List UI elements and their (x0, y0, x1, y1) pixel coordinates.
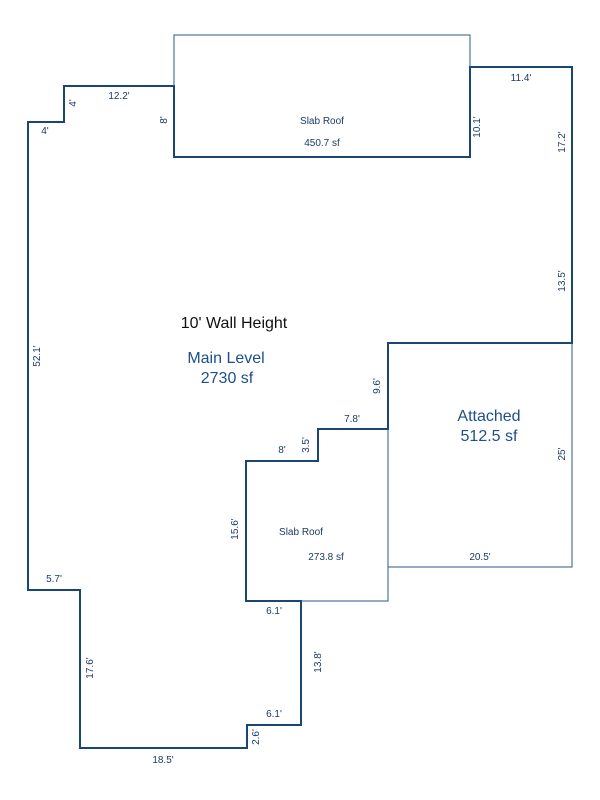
main-level-area: 2730 sf (201, 370, 254, 387)
dim-bottom-run: 18.5' (152, 755, 173, 766)
dim-attached-bottom: 20.5' (469, 552, 490, 563)
dim-lower-left-run: 5.7' (46, 574, 62, 585)
dim-top-step-2: 4' (41, 126, 49, 137)
slab-roof-bottom-name: Slab Roof (279, 527, 323, 538)
dim-bottom-step-v: 2.6' (251, 729, 262, 745)
dim-step-small-h: 8' (278, 445, 286, 456)
dim-attached-right: 25' (557, 447, 568, 460)
dim-center-step-h: 7.8' (344, 414, 360, 425)
attached-outline (388, 343, 573, 568)
dim-slab-bottom-left: 15.6' (230, 518, 241, 539)
dim-left-wall: 52.1' (32, 345, 43, 366)
main-level-outline (27, 66, 573, 749)
main-level-name: Main Level (187, 350, 264, 367)
dim-slab-top-right: 10.1' (472, 116, 483, 137)
dim-lower-left-wall: 17.6' (85, 657, 96, 678)
dim-right-lower: 13.5' (557, 270, 568, 291)
dim-right-upper: 17.2' (557, 131, 568, 152)
dim-top-left-run: 12.2' (108, 91, 129, 102)
slab-roof-bottom-outline (301, 429, 389, 602)
dim-top-right-run: 11.4' (511, 73, 532, 84)
dim-bottom-step-h: 6.1' (266, 709, 282, 720)
dim-step-small-v: 3.5' (301, 437, 312, 453)
dim-slab-top-left: 8' (159, 116, 170, 124)
slab-roof-top-area: 450.7 sf (304, 138, 340, 149)
dim-center-step-v: 9.6' (372, 378, 383, 394)
dim-bottom-right-wall: 13.8' (313, 651, 324, 672)
dim-bottom-top-run: 6.1' (266, 606, 282, 617)
wall-height-label: 10' Wall Height (181, 315, 288, 332)
slab-roof-top-name: Slab Roof (300, 116, 344, 127)
attached-name: Attached (457, 408, 520, 425)
slab-roof-bottom-area: 273.8 sf (308, 552, 344, 563)
slab-roof-top-outline (173, 34, 471, 86)
dim-top-step-1: 4' (68, 99, 79, 107)
attached-area: 512.5 sf (461, 428, 518, 445)
